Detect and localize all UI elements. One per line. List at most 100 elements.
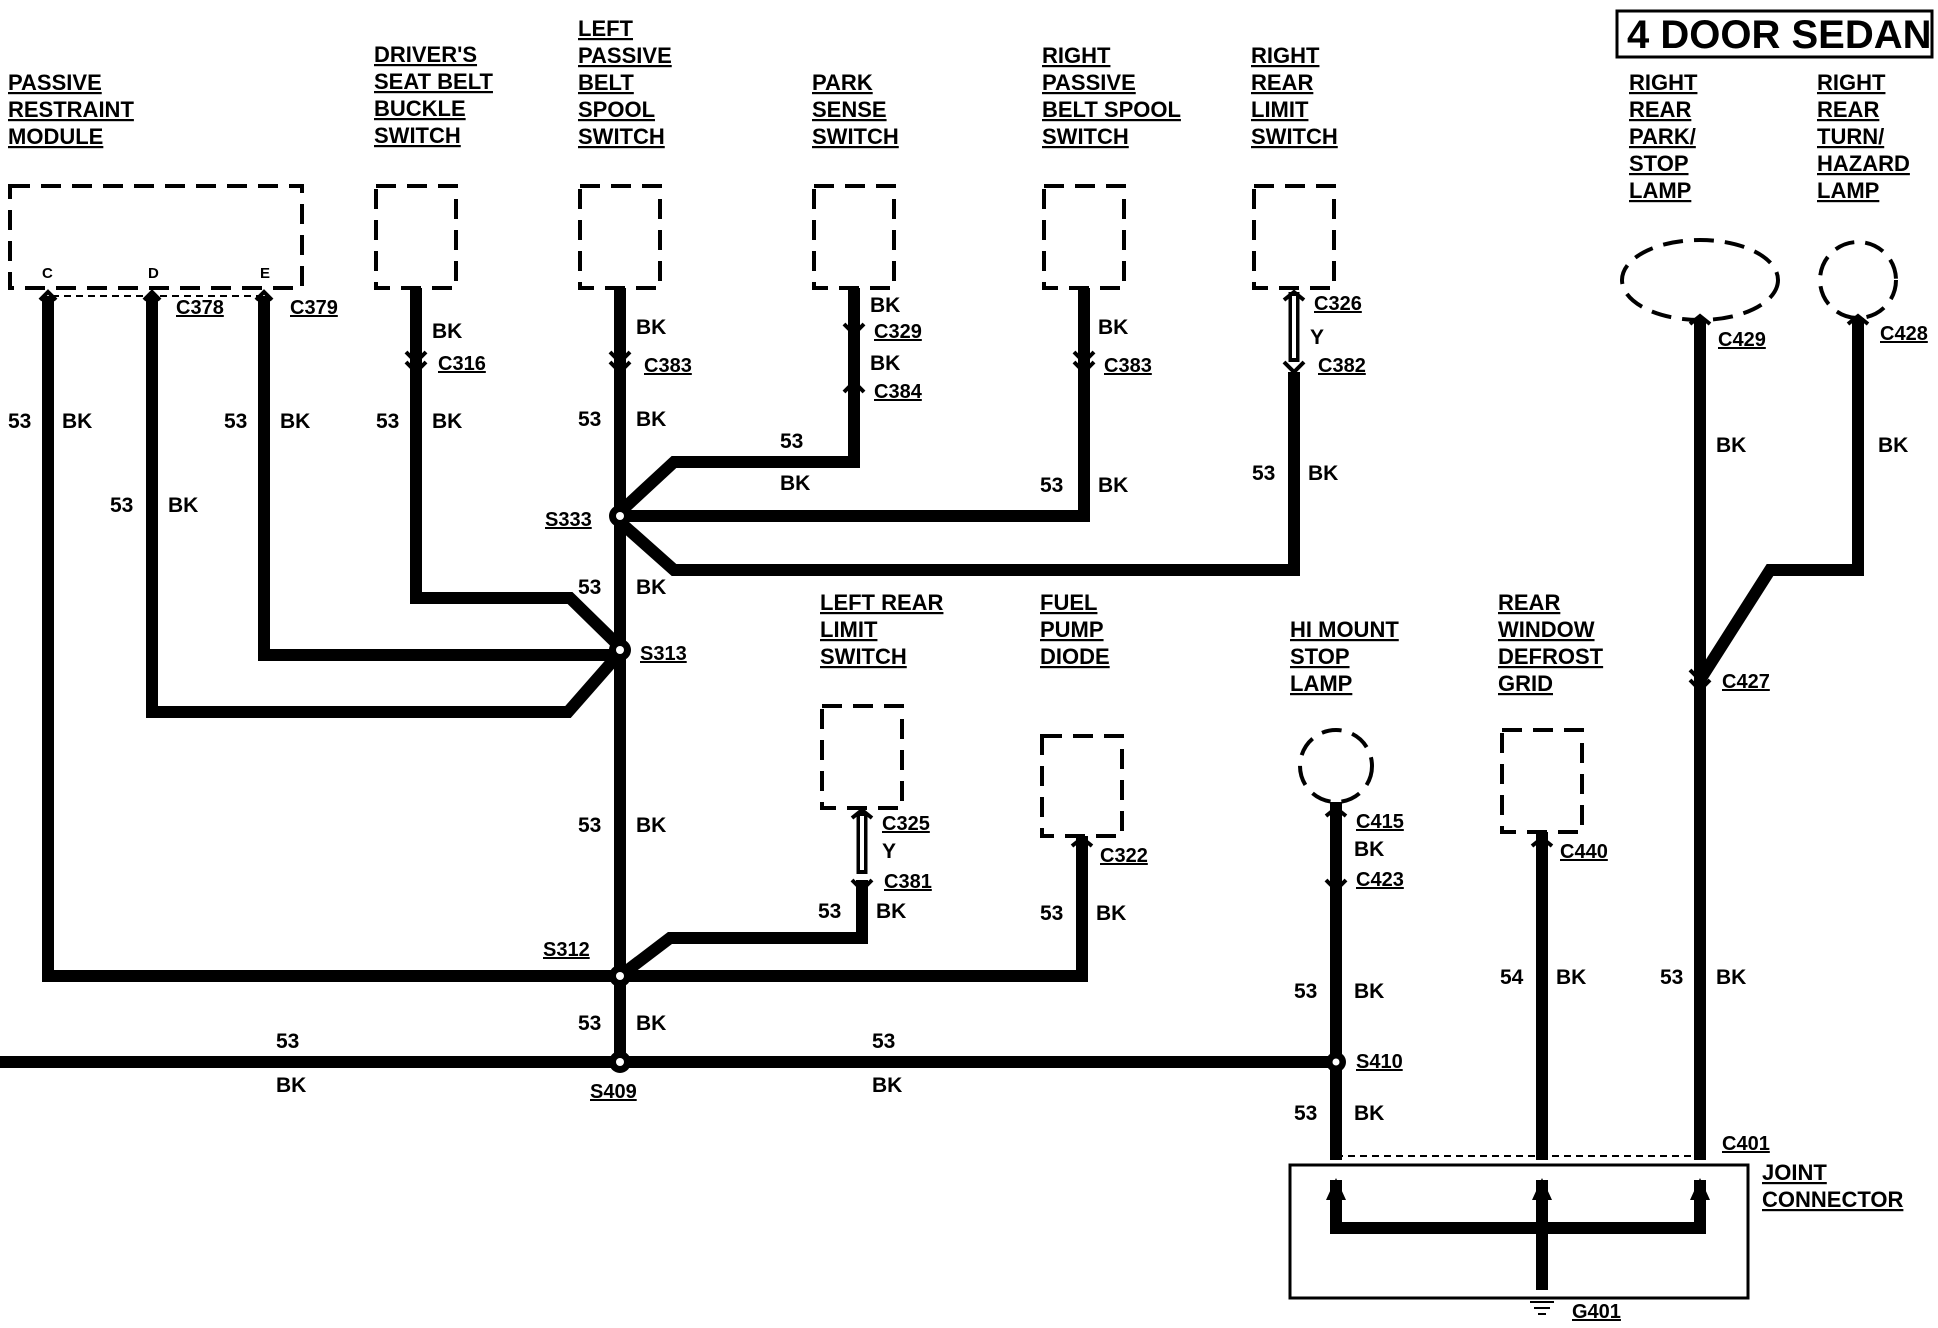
svg-text:54: 54 [1500,966,1524,989]
label-right-rear-limit-switch: RIGHT REAR LIMIT SWITCH [1251,43,1338,149]
connector-c378: C378 [176,297,224,319]
svg-text:53: 53 [1252,462,1275,485]
svg-text:BELT: BELT [578,70,634,95]
right-passive-belt-spool-switch-box [1042,184,1126,290]
label-right-rear-turn-hazard-lamp: RIGHT REAR TURN/ HAZARD LAMP [1817,70,1910,203]
svg-text:SWITCH: SWITCH [1251,124,1338,149]
connector-c382: C382 [1318,355,1366,377]
connector-c423: C423 [1356,869,1404,891]
connector-c401: C401 [1722,1133,1770,1155]
connector-c440: C440 [1560,841,1608,863]
right-rear-limit-switch-box [1252,184,1336,290]
label-drivers-seat-belt-buckle-switch: DRIVER'S SEAT BELT BUCKLE SWITCH [374,42,494,148]
svg-text:BK: BK [1716,434,1746,457]
svg-text:RESTRAINT: RESTRAINT [8,97,134,122]
splice-labels: S333 S313 S312 S409 S410 [543,509,1403,1103]
svg-text:RIGHT: RIGHT [1251,43,1320,68]
svg-text:LIMIT: LIMIT [820,617,878,642]
svg-text:SWITCH: SWITCH [820,644,907,669]
connector-c384: C384 [874,381,923,403]
svg-text:TURN/: TURN/ [1817,124,1884,149]
svg-text:BK: BK [636,316,666,339]
svg-text:53: 53 [872,1030,895,1053]
svg-text:BK: BK [1098,474,1128,497]
label-right-rear-park-stop-lamp: RIGHT REAR PARK/ STOP LAMP [1629,70,1698,203]
svg-text:53: 53 [276,1030,299,1053]
module-pin-e: E [260,265,270,282]
splice-dots [609,505,1346,1073]
svg-text:REAR: REAR [1498,590,1560,615]
svg-text:53: 53 [1660,966,1683,989]
svg-text:DRIVER'S: DRIVER'S [374,42,477,67]
svg-text:53: 53 [578,814,601,837]
svg-text:BK: BK [1354,1102,1384,1125]
svg-text:RIGHT: RIGHT [1042,43,1111,68]
splice-s410: S410 [1356,1051,1403,1073]
svg-text:STOP: STOP [1290,644,1350,669]
svg-text:BK: BK [636,576,666,599]
label-hi-mount-stop-lamp: HI MOUNT STOP LAMP [1290,617,1399,696]
splice-s333: S333 [545,509,592,531]
connector-c383-left: C383 [644,355,692,377]
title-box: 4 DOOR SEDAN [1615,9,1934,59]
connector-c329: C329 [874,321,922,343]
svg-text:LEFT: LEFT [578,16,634,41]
svg-text:BK: BK [1096,902,1126,925]
svg-text:BK: BK [276,1074,306,1097]
park-sense-switch-box [812,184,896,290]
connector-c379: C379 [290,297,338,319]
connector-c427: C427 [1722,671,1770,693]
svg-text:SWITCH: SWITCH [1042,124,1129,149]
svg-text:BK: BK [870,294,900,317]
svg-text:JOINT: JOINT [1762,1160,1827,1185]
connector-chevrons [38,289,1870,893]
svg-text:BK: BK [780,472,810,495]
svg-text:REAR: REAR [1251,70,1313,95]
splice-s312: S312 [543,939,590,961]
svg-text:BK: BK [62,410,92,433]
svg-text:DEFROST: DEFROST [1498,644,1604,669]
svg-text:53: 53 [1040,902,1063,925]
fuel-pump-diode-box [1040,734,1124,838]
svg-text:BK: BK [1716,966,1746,989]
joint-connector-body [1288,1155,1750,1315]
svg-text:STOP: STOP [1629,151,1689,176]
svg-text:BK: BK [168,494,198,517]
connector-c428: C428 [1880,323,1928,345]
label-right-passive-belt-spool-switch: RIGHT PASSIVE BELT SPOOL SWITCH [1042,43,1181,149]
svg-text:PARK: PARK [812,70,873,95]
label-park-sense-switch: PARK SENSE SWITCH [812,70,899,149]
svg-text:SPOOL: SPOOL [578,97,655,122]
connector-c326: C326 [1314,293,1362,315]
svg-text:SWITCH: SWITCH [812,124,899,149]
connector-c316: C316 [438,353,486,375]
svg-text:SEAT BELT: SEAT BELT [374,69,494,94]
rear-window-defrost-grid-box [1500,728,1584,834]
label-passive-restraint-module: PASSIVE RESTRAINT MODULE [8,70,134,149]
svg-text:BUCKLE: BUCKLE [374,96,466,121]
svg-text:DIODE: DIODE [1040,644,1110,669]
module-pin-d: D [148,265,159,282]
svg-text:53: 53 [376,410,399,433]
connector-c381: C381 [884,871,932,893]
passive-restraint-module-box: C D E [8,184,304,297]
svg-text:RIGHT: RIGHT [1817,70,1886,95]
label-joint-connector: JOINT CONNECTOR [1762,1160,1903,1212]
svg-text:PASSIVE: PASSIVE [1042,70,1136,95]
svg-text:REAR: REAR [1817,97,1879,122]
svg-text:53: 53 [578,1012,601,1035]
svg-text:CONNECTOR: CONNECTOR [1762,1187,1903,1212]
yellow-wires [856,292,1300,874]
svg-text:SWITCH: SWITCH [578,124,665,149]
connector-c322: C322 [1100,845,1148,867]
svg-text:BK: BK [1308,462,1338,485]
right-rear-park-stop-lamp-bulb [1620,238,1780,322]
svg-text:PUMP: PUMP [1040,617,1104,642]
svg-text:BK: BK [1878,434,1908,457]
svg-text:BK: BK [1098,316,1128,339]
svg-text:53: 53 [578,576,601,599]
svg-text:53: 53 [578,408,601,431]
svg-text:PARK/: PARK/ [1629,124,1696,149]
left-passive-belt-spool-switch-box [578,184,662,290]
